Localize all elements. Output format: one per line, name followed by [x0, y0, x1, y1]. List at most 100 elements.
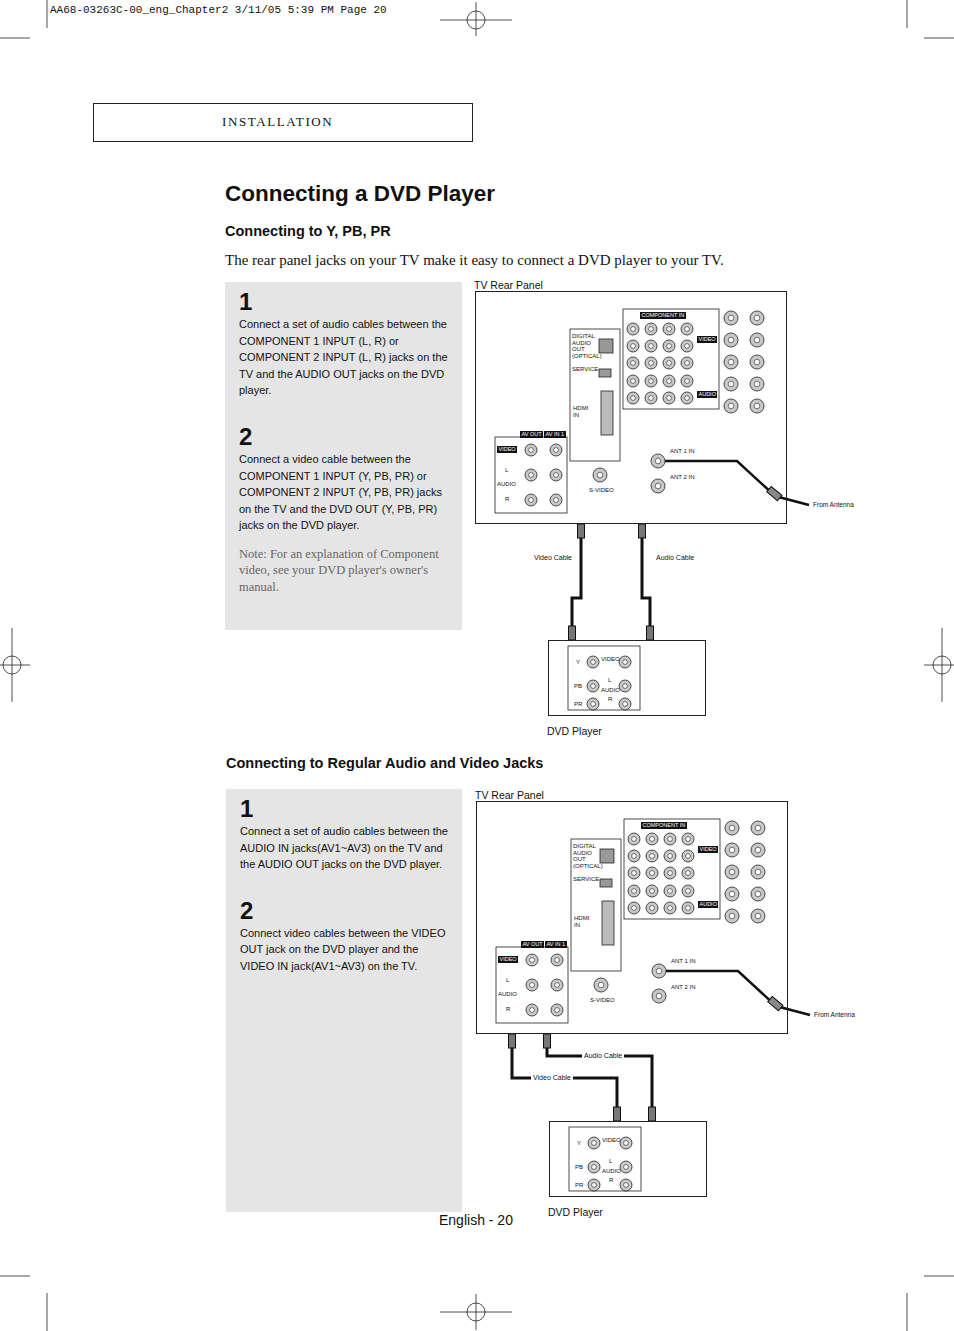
- jack: [620, 1161, 632, 1173]
- optical-port: [600, 849, 614, 863]
- middle-module: [571, 839, 621, 971]
- jack-label: VIDEO: [601, 656, 620, 663]
- cable: [642, 524, 650, 640]
- jack-hole: [631, 396, 636, 401]
- panel-heading: DVD Player: [548, 1206, 603, 1218]
- jack-label: SERVICE: [572, 366, 598, 373]
- cable-plug: [614, 1107, 621, 1121]
- jack-hole: [668, 854, 673, 859]
- jack: [627, 323, 639, 335]
- jack-hole: [530, 983, 535, 988]
- tv-rear-panel: TV Rear Panel: [476, 801, 788, 1034]
- jack: [627, 357, 639, 369]
- jack: [681, 357, 693, 369]
- section-heading: Connecting to Regular Audio and Video Ja…: [226, 755, 543, 771]
- jack: [664, 867, 676, 879]
- jack: [751, 821, 765, 835]
- jack-hole: [555, 958, 560, 963]
- service-port: [600, 879, 612, 887]
- cable: [512, 1034, 617, 1121]
- step-text: Connect a set of audio cables between th…: [240, 823, 454, 873]
- jack: [551, 954, 563, 966]
- jack-label: S-VIDEO: [589, 487, 614, 494]
- jack: [525, 444, 537, 456]
- jack: [725, 865, 739, 879]
- jack-hole: [632, 837, 637, 842]
- jack-hole: [592, 1183, 597, 1188]
- jack-hole: [591, 702, 596, 707]
- jack: [628, 833, 640, 845]
- jack: [620, 1137, 632, 1149]
- panel-heading: TV Rear Panel: [475, 789, 544, 801]
- jack: [646, 850, 658, 862]
- jack-hole: [729, 891, 735, 897]
- jack-hole: [592, 1141, 597, 1146]
- jack: [550, 469, 562, 481]
- jack-hole: [530, 1008, 535, 1013]
- jack: [628, 850, 640, 862]
- jack-hole: [668, 837, 673, 842]
- jack-label: ANT 1 IN: [671, 958, 696, 965]
- jack-hole: [631, 344, 636, 349]
- jack-hole: [685, 379, 690, 384]
- jack-tag: VIDEO: [498, 956, 518, 963]
- av-module: [495, 437, 567, 513]
- jack: [588, 1161, 600, 1173]
- middle-module: [570, 329, 620, 461]
- jack-hole: [529, 498, 534, 503]
- jack-hole: [656, 993, 662, 999]
- jack-hole: [632, 854, 637, 859]
- dvd-player: DVD Player: [549, 1121, 707, 1197]
- dvd-jack-module: [569, 1127, 641, 1191]
- jack-hole: [668, 906, 673, 911]
- jack-hole: [685, 396, 690, 401]
- jack: [724, 355, 738, 369]
- jack-tag: AV IN 1: [544, 431, 566, 438]
- jack-hole: [632, 871, 637, 876]
- jack-label: AUDIO: [602, 1168, 621, 1175]
- step-text: Connect a set of audio cables between th…: [239, 316, 454, 399]
- jack-hole: [529, 473, 534, 478]
- jack-label: DIGITAL AUDIO OUT (OPTICAL): [572, 333, 596, 359]
- jack-label: L: [608, 677, 611, 684]
- jack: [619, 656, 631, 668]
- jack-hole: [686, 889, 691, 894]
- jack-hole: [755, 869, 761, 875]
- jack-hole: [592, 1165, 597, 1170]
- jack-hole: [554, 473, 559, 478]
- dvd-art: [569, 1127, 641, 1191]
- jack: [526, 979, 538, 991]
- step-number: 1: [240, 797, 454, 821]
- jack: [619, 680, 631, 692]
- jack: [587, 656, 599, 668]
- jack-hole: [597, 472, 603, 478]
- section-heading: Connecting to Y, PB, PR: [225, 223, 391, 239]
- jack-label: AUDIO: [498, 991, 517, 998]
- jack: [651, 454, 665, 468]
- optical-port: [599, 339, 613, 353]
- jack-label: R: [608, 696, 612, 703]
- cable-plug: [544, 1034, 551, 1048]
- jack: [725, 821, 739, 835]
- instruction-panel: 1Connect a set of audio cables between t…: [225, 282, 462, 630]
- jack: [681, 340, 693, 352]
- jack: [663, 340, 675, 352]
- jack: [627, 375, 639, 387]
- jack-tag: AV IN 1: [545, 941, 567, 948]
- jack: [750, 355, 764, 369]
- tv-panel-art: [495, 309, 809, 513]
- jack: [663, 357, 675, 369]
- component-module: [624, 819, 720, 919]
- jack: [663, 323, 675, 335]
- jack-hole: [650, 889, 655, 894]
- cable-label: Audio Cable: [582, 1051, 624, 1060]
- wire-label: From Antenna: [814, 1011, 855, 1018]
- jack: [646, 833, 658, 845]
- jack-hole: [591, 684, 596, 689]
- jack: [645, 340, 657, 352]
- jack-label: L: [506, 977, 509, 984]
- jack: [724, 377, 738, 391]
- jack-hole: [728, 403, 734, 409]
- jack: [646, 867, 658, 879]
